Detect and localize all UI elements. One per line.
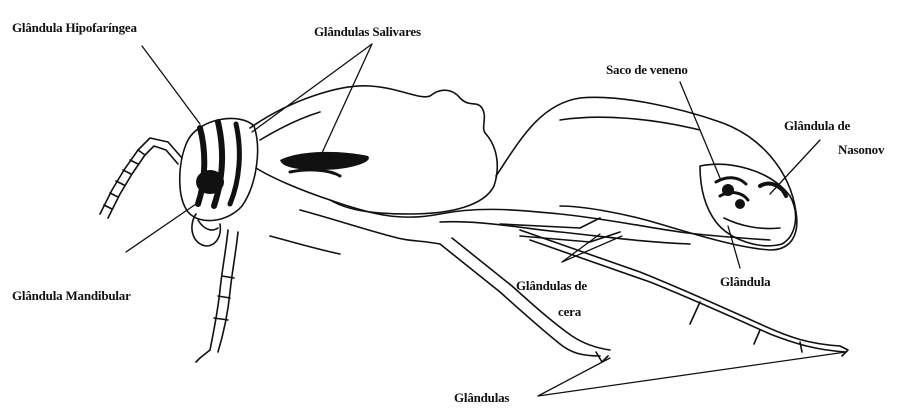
label-gland: Glândula <box>720 274 770 290</box>
label-wax-line2: cera <box>558 304 581 320</box>
label-venom-sac: Saco de veneno <box>606 62 688 78</box>
head <box>180 118 258 246</box>
label-wax-line1: Glândulas de <box>516 278 587 294</box>
leader-bottom-2 <box>538 352 846 396</box>
leader-salivary-1 <box>252 44 372 132</box>
label-salivary-glands: Glândulas Salivares <box>314 24 421 40</box>
label-nasonov-line2: Nasonov <box>838 142 884 158</box>
leader-nasonov <box>770 140 820 194</box>
leader-gland <box>728 226 740 268</box>
leader-venom-sac <box>680 82 720 178</box>
antenna <box>100 138 182 218</box>
label-glands-bottom: Glândulas <box>454 390 509 406</box>
front-leg <box>196 230 238 362</box>
salivary-gland-body <box>280 152 369 176</box>
thorax <box>250 86 497 214</box>
wax-plates <box>500 218 620 242</box>
label-hypopharyngeal-gland: Glândula Hipofaríngea <box>12 20 137 36</box>
label-mandibular-gland: Glândula Mandibular <box>12 288 131 304</box>
leader-mandibular <box>126 204 196 252</box>
label-nasonov-line1: Glândula de <box>784 118 850 134</box>
leader-lines <box>126 44 846 396</box>
leader-hypopharyngeal <box>142 46 200 124</box>
leader-salivary-2 <box>316 44 372 166</box>
abdomen <box>700 164 796 245</box>
